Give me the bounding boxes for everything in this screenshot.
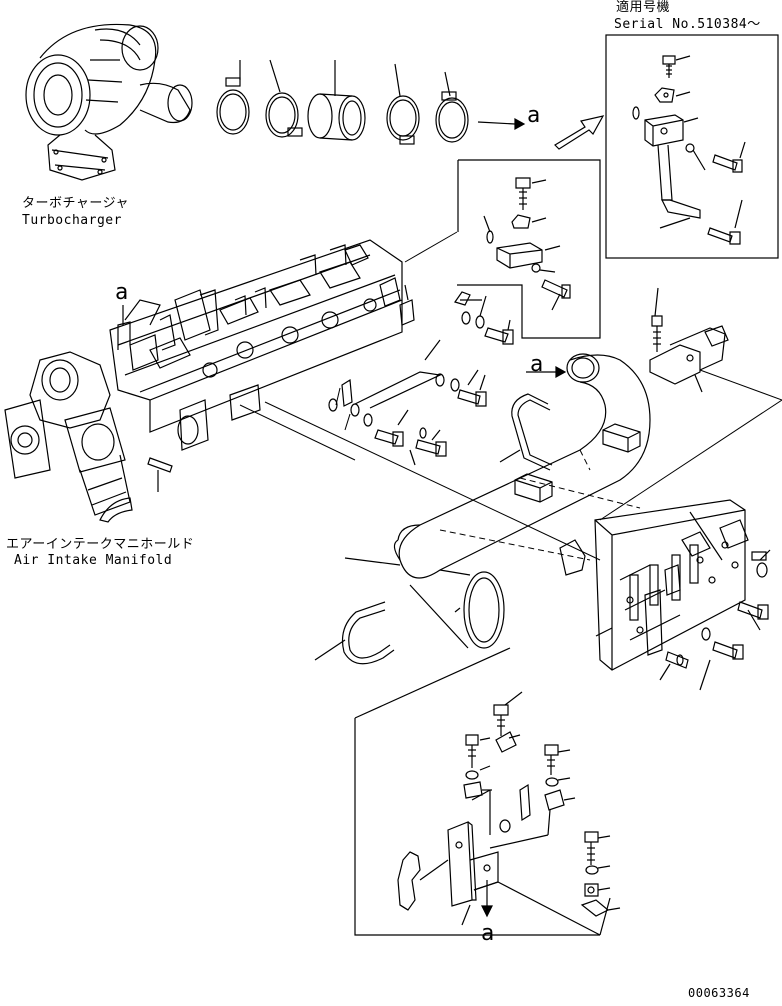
serial-number-label: Serial No.510384～ <box>614 17 761 32</box>
lower-bracket-assembly <box>397 691 621 936</box>
mounting-plate <box>594 499 749 671</box>
ref-arrow-a-top <box>477 117 526 131</box>
turbocharger-en-label: Turbocharger <box>22 213 122 228</box>
ref-label-a-lower: a <box>481 921 495 946</box>
cushion-blocks <box>514 423 641 576</box>
ref-arrow-a-lower <box>481 880 493 918</box>
upper-bracket <box>649 287 729 393</box>
ref-label-a-manifold: a <box>115 280 129 305</box>
serial-pointer-arrow <box>554 115 605 150</box>
intake-sleeve <box>307 60 366 141</box>
bolt-group-mid <box>328 291 514 466</box>
hose-clamp-2 <box>265 59 303 138</box>
manifold-jp-label: エアーインテークマニホールド <box>6 537 195 552</box>
serial-detail-box <box>605 34 779 259</box>
air-intake-manifold <box>4 239 415 523</box>
hose-clamp-1 <box>216 60 250 135</box>
lower-detail-frame <box>354 647 611 936</box>
ref-label-a-hose: a <box>530 352 544 377</box>
hose-clamp-4 <box>435 71 469 143</box>
manifold-en-label: Air Intake Manifold <box>14 553 173 568</box>
ref-label-a-top: a <box>527 103 541 128</box>
ref-arrow-a-hose <box>526 365 567 379</box>
intake-hose <box>344 353 651 649</box>
u-bolt-upper <box>499 393 553 471</box>
hose-clamp-3 <box>386 63 420 145</box>
drawing-number: 00063364 <box>688 986 750 1000</box>
u-bolt-lower <box>314 601 395 665</box>
plate-bolts <box>595 549 771 691</box>
turbocharger-jp-label: ターボチャージャ <box>22 196 129 211</box>
bracket-detail-box <box>457 159 601 339</box>
serial-applicable-label: 適用号機 <box>616 0 671 15</box>
turbocharger <box>25 23 193 181</box>
